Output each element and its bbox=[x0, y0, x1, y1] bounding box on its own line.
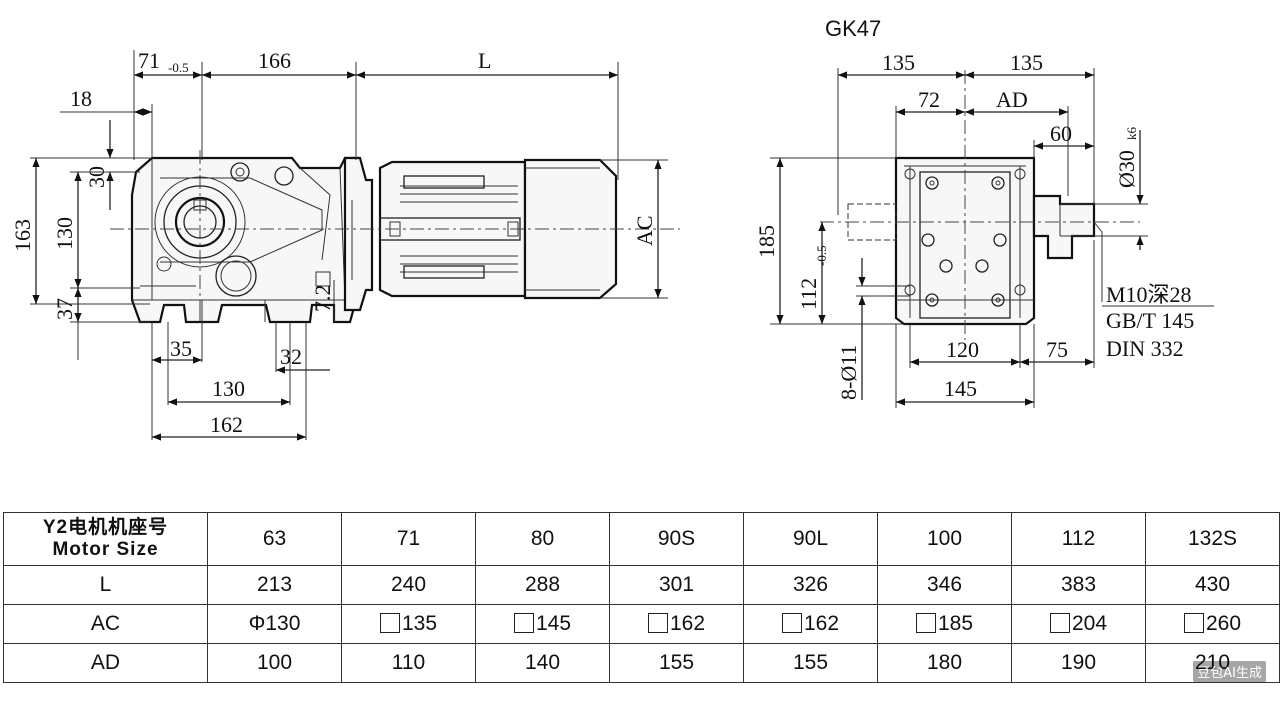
dim-162: 162 bbox=[210, 412, 243, 437]
table-row-AC: AC Φ130 135 145 162 162 185 204 260 bbox=[3, 604, 1280, 644]
dim-130-vertical: 130 bbox=[52, 217, 77, 250]
dim-72: 72 bbox=[918, 87, 940, 112]
square-section-icon bbox=[781, 613, 802, 633]
value-cell-L: 240 bbox=[341, 565, 476, 605]
dim-60: 60 bbox=[1050, 121, 1072, 146]
value-cell-AC: 162 bbox=[743, 604, 878, 644]
value-cell-AD: 210 bbox=[1145, 643, 1280, 683]
ac-value: 130 bbox=[265, 612, 301, 635]
dim-71-tol: -0.5 bbox=[168, 60, 189, 75]
row-label-L: L bbox=[3, 565, 208, 605]
value-cell-L: 326 bbox=[743, 565, 878, 605]
dim-37: 37 bbox=[52, 298, 77, 320]
value-cell-AD: 100 bbox=[207, 643, 342, 683]
note-din-standard: DIN 332 bbox=[1106, 336, 1184, 361]
motor-size-cell: 80 bbox=[475, 512, 610, 566]
ac-value: 162 bbox=[803, 612, 840, 635]
ac-value: 185 bbox=[937, 612, 974, 635]
dim-135-right: 135 bbox=[1010, 50, 1043, 75]
square-section-icon bbox=[647, 613, 668, 633]
dim-30: 30 bbox=[84, 166, 109, 188]
value-cell-AC: 185 bbox=[877, 604, 1012, 644]
value-cell-AD: 155 bbox=[609, 643, 744, 683]
square-section-icon bbox=[513, 613, 534, 633]
dim-8-holes: 8-Ø11 bbox=[836, 345, 861, 400]
row-label-AC: AC bbox=[3, 604, 208, 644]
side-view: 71 -0.5 166 L 18 163 130 37 30 7.2 AC bbox=[10, 48, 680, 441]
row-label-AD: AD bbox=[3, 643, 208, 683]
dim-71: 71 bbox=[138, 48, 160, 73]
square-section-icon bbox=[915, 613, 936, 633]
value-cell-AD: 110 bbox=[341, 643, 476, 683]
ac-value: 260 bbox=[1205, 612, 1242, 635]
value-cell-L: 213 bbox=[207, 565, 342, 605]
value-cell-AC: 145 bbox=[475, 604, 610, 644]
dim-shaft-tolerance: k6 bbox=[1124, 127, 1139, 141]
drawing-title: GK47 bbox=[825, 16, 881, 41]
dim-130-horizontal: 130 bbox=[212, 376, 245, 401]
dim-75: 75 bbox=[1046, 337, 1068, 362]
motor-size-cell: 100 bbox=[877, 512, 1012, 566]
table-header-cell: Y2电机机座号 Motor Size bbox=[3, 512, 208, 566]
dim-AC: AC bbox=[632, 215, 657, 246]
diameter-symbol: Φ bbox=[248, 612, 266, 635]
dim-145: 145 bbox=[944, 376, 977, 401]
dim-112: 112 bbox=[796, 278, 821, 310]
note-gb-standard: GB/T 145 bbox=[1106, 308, 1194, 333]
value-cell-AC: 204 bbox=[1011, 604, 1146, 644]
ac-value: 204 bbox=[1071, 612, 1108, 635]
value-cell-L: 383 bbox=[1011, 565, 1146, 605]
motor-size-cell: 132S bbox=[1145, 512, 1280, 566]
dim-163: 163 bbox=[10, 219, 35, 252]
value-cell-AD: 140 bbox=[475, 643, 610, 683]
motor-size-cell: 71 bbox=[341, 512, 476, 566]
header-en-label: Motor Size bbox=[52, 539, 159, 560]
motor-size-cell: 90L bbox=[743, 512, 878, 566]
value-cell-AD: 155 bbox=[743, 643, 878, 683]
dim-18: 18 bbox=[70, 86, 92, 111]
watermark: 豆包AI生成 bbox=[1193, 661, 1266, 682]
dim-L: L bbox=[478, 48, 491, 73]
dim-166: 166 bbox=[258, 48, 291, 73]
dim-185: 185 bbox=[754, 225, 779, 258]
dim-112-tolerance: -0.5 bbox=[814, 245, 829, 266]
ac-value: 162 bbox=[669, 612, 706, 635]
dim-AD: AD bbox=[996, 87, 1028, 112]
value-cell-AD: 180 bbox=[877, 643, 1012, 683]
value-cell-AC: 260 bbox=[1145, 604, 1280, 644]
square-section-icon bbox=[1183, 613, 1204, 633]
ac-value: 135 bbox=[401, 612, 438, 635]
dim-7-2: 7.2 bbox=[310, 285, 335, 313]
value-cell-L: 346 bbox=[877, 565, 1012, 605]
motor-size-cell: 63 bbox=[207, 512, 342, 566]
technical-drawing: GK47 bbox=[10, 16, 1214, 441]
dim-120: 120 bbox=[946, 337, 979, 362]
square-section-icon bbox=[1049, 613, 1070, 633]
ac-value: 145 bbox=[535, 612, 572, 635]
square-section-icon bbox=[379, 613, 400, 633]
value-cell-L: 301 bbox=[609, 565, 744, 605]
end-view: 135 135 72 AD 60 Ø30 k6 185 112 -0.5 8-Ø… bbox=[754, 50, 1214, 408]
dim-32: 32 bbox=[280, 344, 302, 369]
value-cell-AC: Φ130 bbox=[207, 604, 342, 644]
motor-size-cell: 90S bbox=[609, 512, 744, 566]
value-cell-L: 288 bbox=[475, 565, 610, 605]
value-cell-L: 430 bbox=[1145, 565, 1280, 605]
header-cn-label: Y2电机机座号 bbox=[42, 517, 169, 538]
note-center-hole: M10深28 bbox=[1106, 282, 1192, 307]
motor-size-cell: 112 bbox=[1011, 512, 1146, 566]
value-cell-AC: 135 bbox=[341, 604, 476, 644]
value-cell-AC: 162 bbox=[609, 604, 744, 644]
value-cell-AD: 190 bbox=[1011, 643, 1146, 683]
dim-35: 35 bbox=[170, 336, 192, 361]
dim-shaft-diameter: Ø30 bbox=[1114, 150, 1139, 188]
dim-135-left: 135 bbox=[882, 50, 915, 75]
